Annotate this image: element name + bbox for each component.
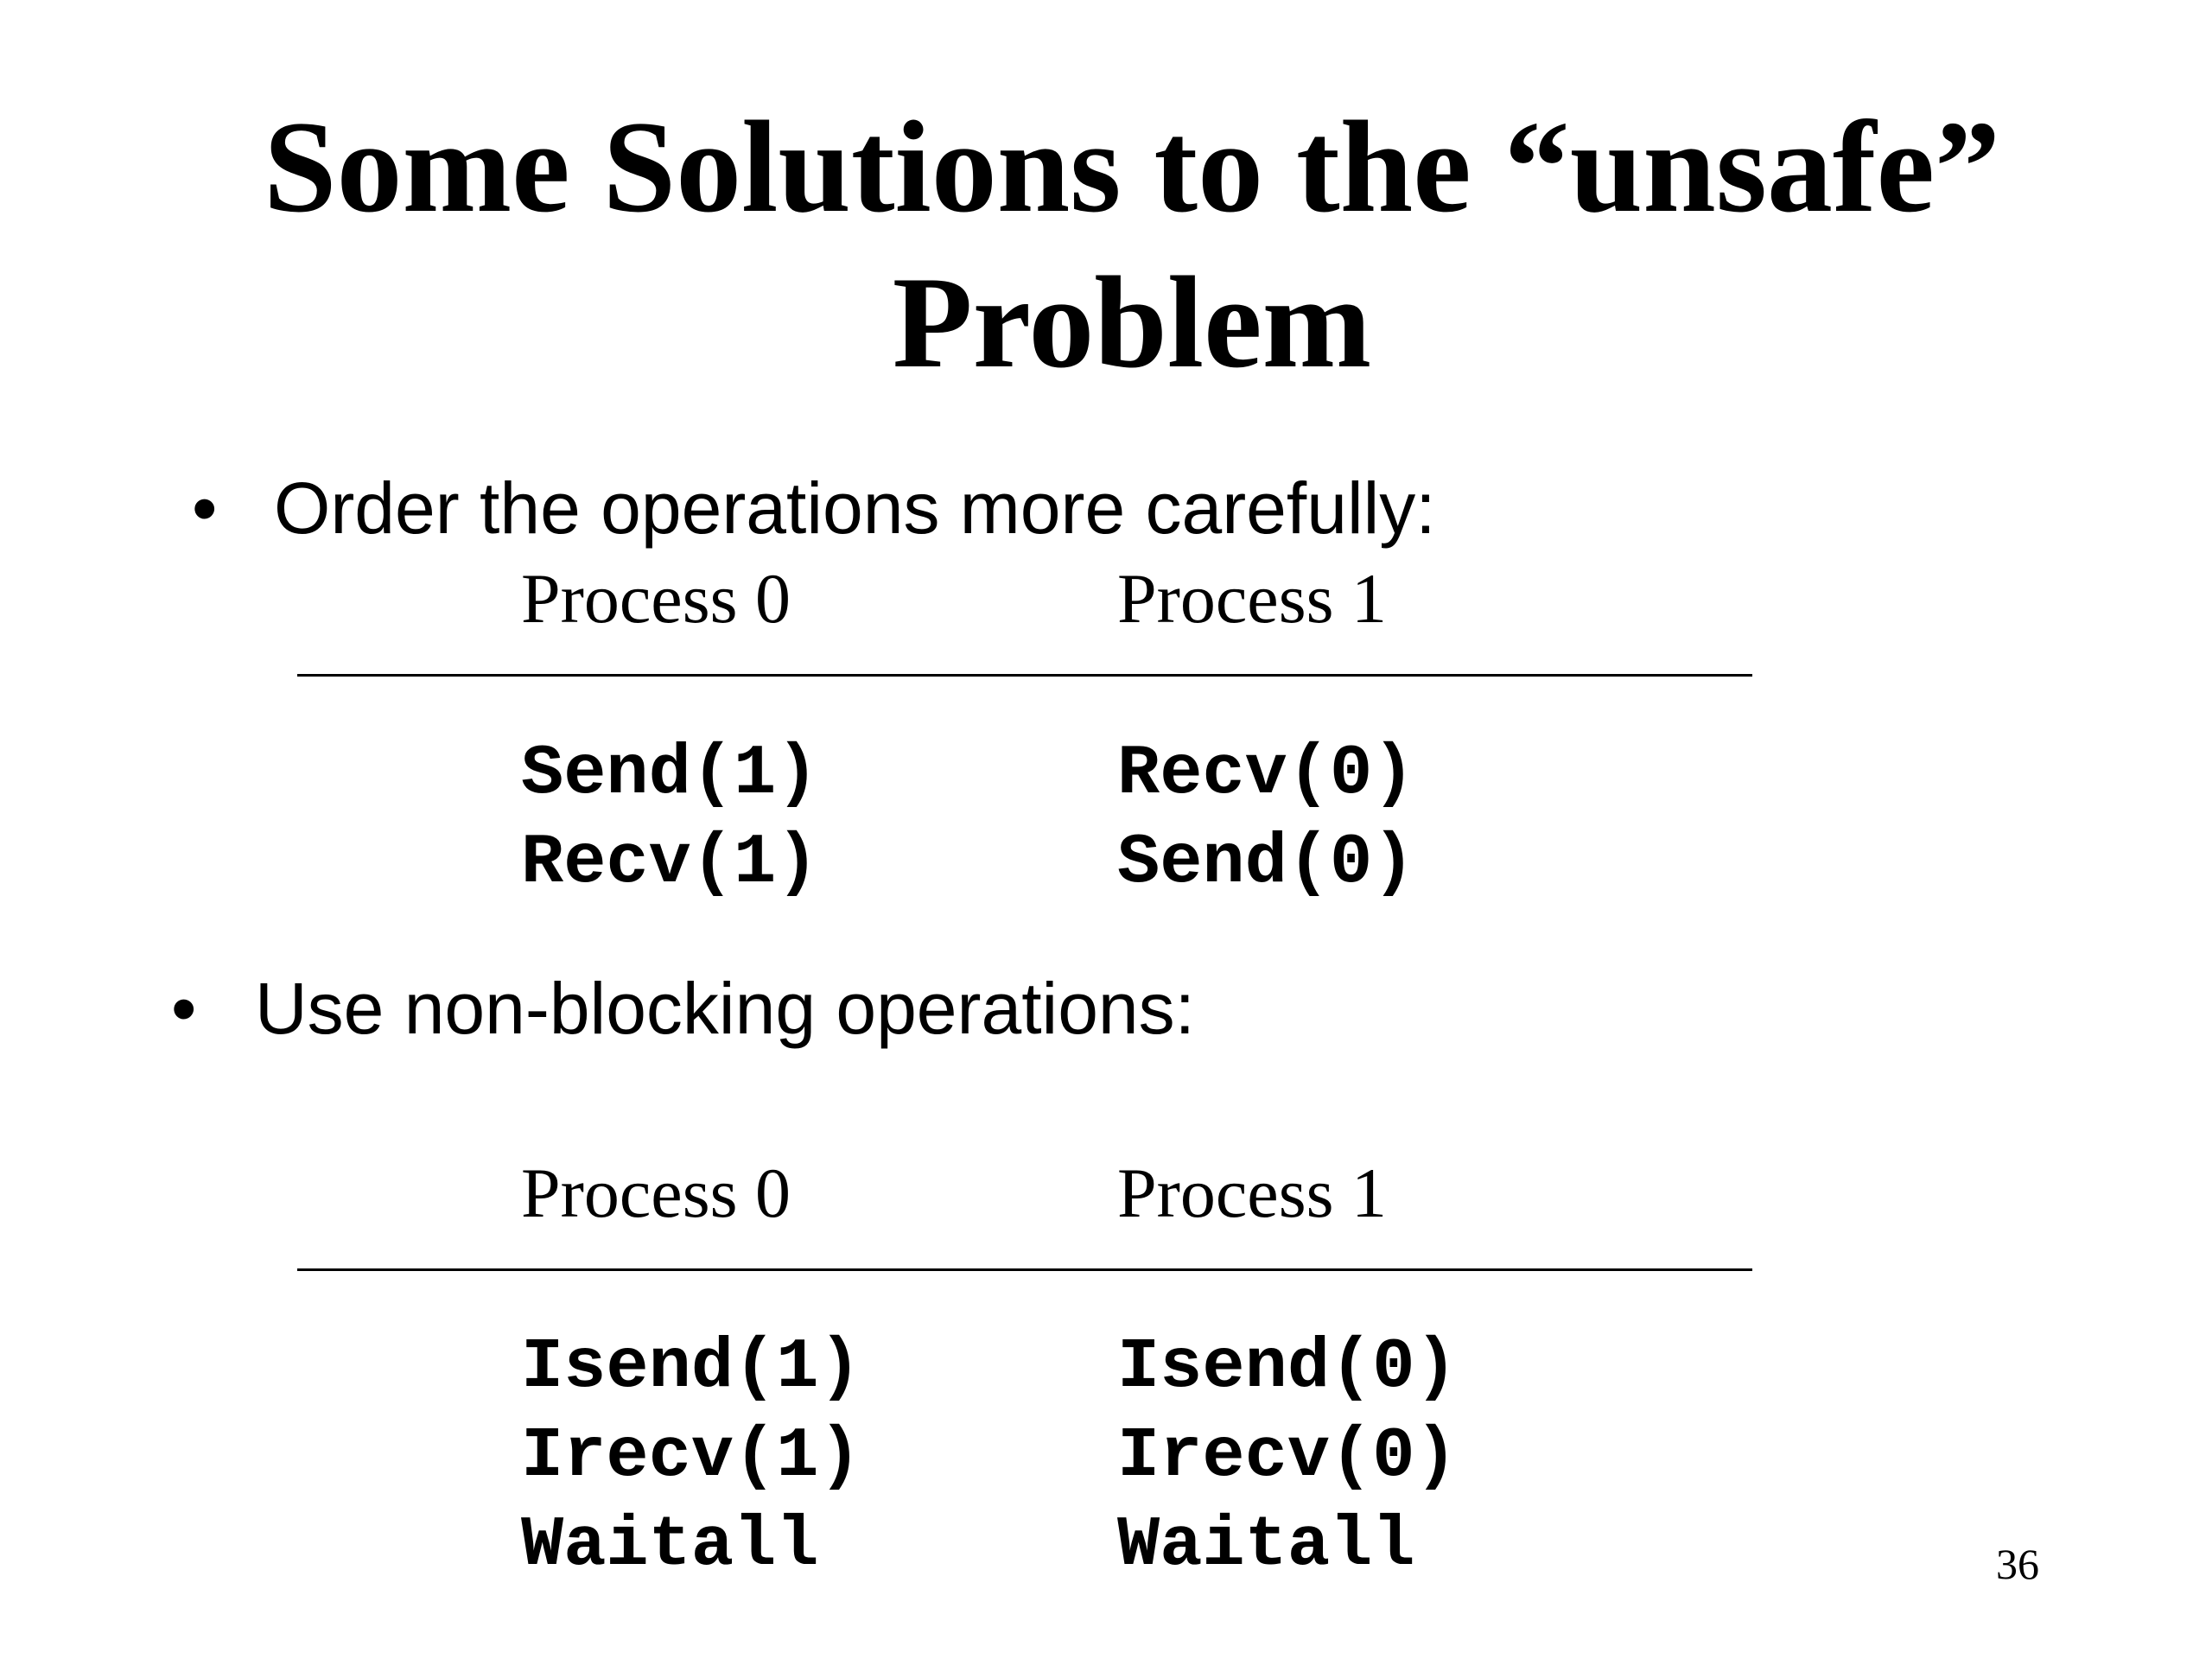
section2-p1-line-1: Isend(0)	[1117, 1327, 1458, 1408]
slide-title-line-2: Problem	[892, 250, 1372, 395]
section2-p0-line-3: Waitall	[521, 1505, 819, 1586]
section2-p0-line-2: Irecv(1)	[521, 1416, 861, 1497]
section2-header-process-1: Process 1	[1117, 1154, 1388, 1232]
bullet-text: Use non-blocking operations:	[255, 968, 1195, 1049]
section1-p1-line-2: Send(0)	[1117, 823, 1415, 903]
section1-divider	[297, 674, 1752, 677]
section2-p1-line-3: Waitall	[1117, 1505, 1415, 1586]
section1-p0-line-1: Send(1)	[521, 734, 819, 814]
slide-title-line-1: Some Solutions to the “unsafe”	[264, 94, 2000, 239]
bullet-icon: •	[171, 968, 197, 1049]
section1-p0-line-2: Recv(1)	[521, 823, 819, 903]
section2-p0-line-1: Isend(1)	[521, 1327, 861, 1408]
section1-p1-line-1: Recv(0)	[1117, 734, 1415, 814]
bullet-text: Order the operations more carefully:	[274, 467, 1436, 549]
page-number: 36	[1996, 1540, 2039, 1588]
bullet-icon: •	[192, 467, 218, 549]
section1-header-process-0: Process 0	[521, 559, 791, 638]
section2-p1-line-2: Irecv(0)	[1117, 1416, 1458, 1497]
section2-header-process-0: Process 0	[521, 1154, 791, 1232]
section1-header-process-1: Process 1	[1117, 559, 1388, 638]
section2-divider	[297, 1268, 1752, 1271]
